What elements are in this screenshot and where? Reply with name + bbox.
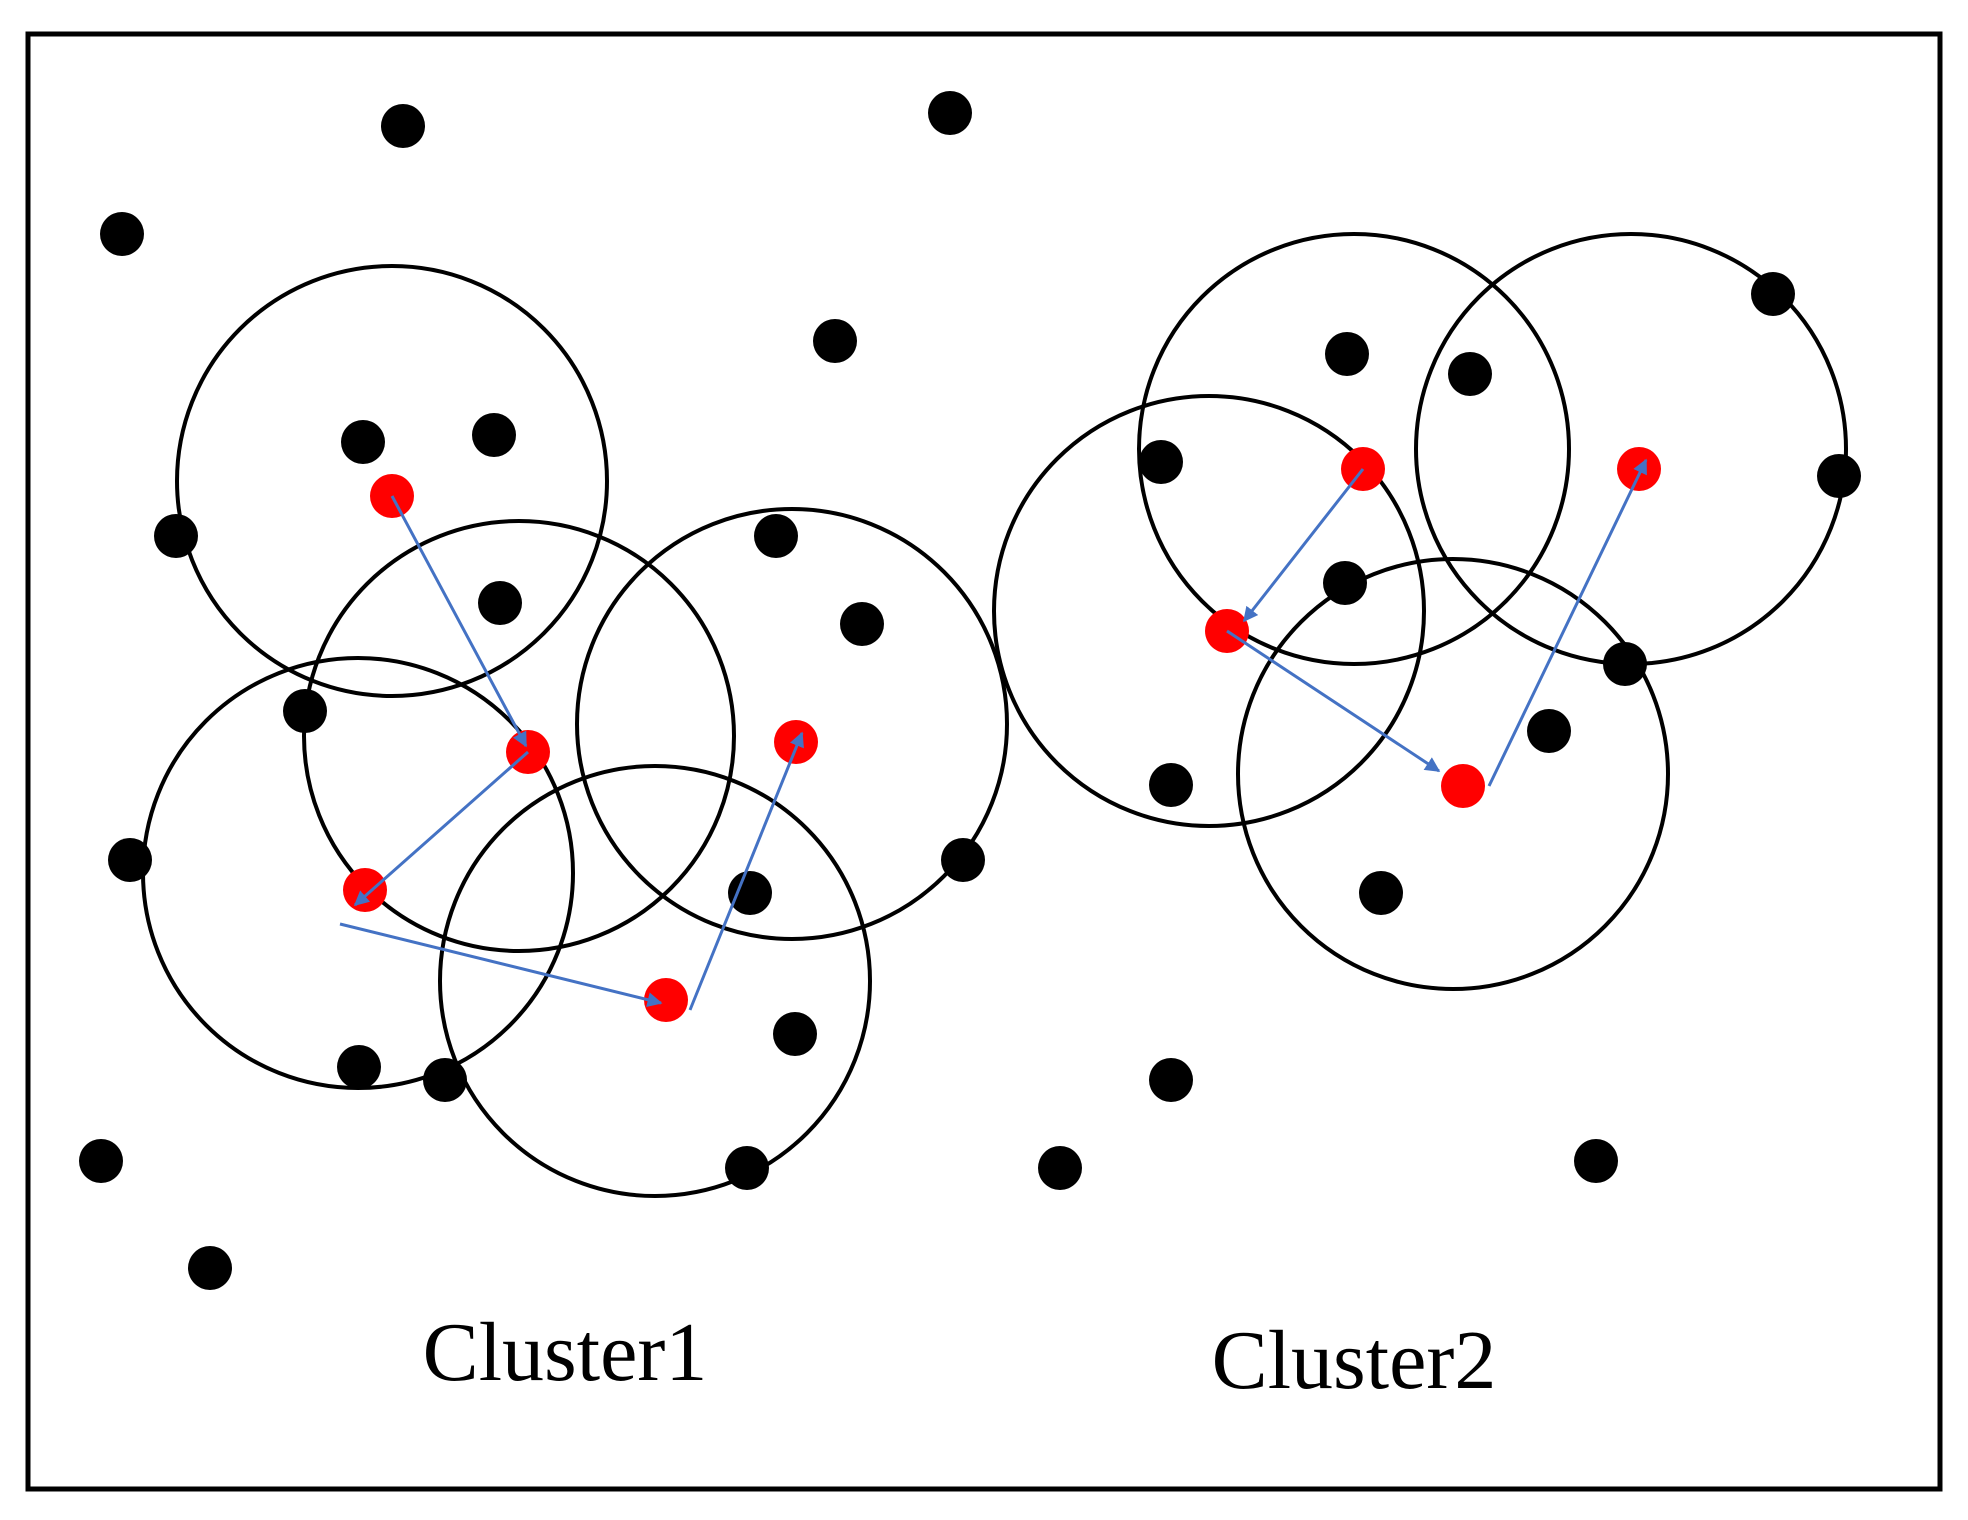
data-point (1817, 454, 1861, 498)
core-point (1441, 764, 1485, 808)
reachability-arrow (353, 750, 529, 907)
reachability-arrow (390, 495, 528, 748)
cluster1-label: Cluster1 (423, 1306, 708, 1399)
neighborhood-circle (1137, 232, 1571, 666)
data-point (941, 838, 985, 882)
data-point (840, 602, 884, 646)
data-point (1448, 352, 1492, 396)
data-point (341, 420, 385, 464)
diagram-frame (25, 31, 1943, 1492)
data-point (423, 1058, 467, 1102)
neighborhood-circle (1236, 557, 1670, 991)
core-point (644, 978, 688, 1022)
neighborhood-circle (302, 519, 736, 953)
reachability-arrow (1487, 458, 1648, 787)
core-point (343, 868, 387, 912)
data-point (754, 514, 798, 558)
data-point (188, 1246, 232, 1290)
reachability-arrow (1242, 468, 1365, 623)
neighborhood-circle (575, 507, 1009, 941)
data-point (1325, 332, 1369, 376)
data-point (1359, 871, 1403, 915)
data-point (1149, 1058, 1193, 1102)
neighborhood-circle (175, 264, 609, 698)
data-point (725, 1146, 769, 1190)
data-point (100, 212, 144, 256)
core-point (774, 720, 818, 764)
data-point (79, 1139, 123, 1183)
data-points (79, 91, 1861, 1290)
reachability-arrow (339, 922, 663, 1008)
reachability-arrow (688, 731, 804, 1011)
data-point (813, 319, 857, 363)
data-point (1603, 642, 1647, 686)
cluster2-label: Cluster2 (1212, 1314, 1497, 1407)
data-point (108, 838, 152, 882)
neighborhood-circle (992, 394, 1426, 828)
reachability-arrows (339, 458, 1648, 1011)
data-point (337, 1045, 381, 1089)
data-point (472, 413, 516, 457)
data-point (1527, 709, 1571, 753)
neighborhood-circle (438, 764, 872, 1198)
data-point (1574, 1139, 1618, 1183)
data-point (773, 1012, 817, 1056)
data-point (1038, 1146, 1082, 1190)
data-point (928, 91, 972, 135)
data-point (381, 104, 425, 148)
data-point (283, 689, 327, 733)
data-point (154, 514, 198, 558)
core-point (1617, 447, 1661, 491)
reachability-arrow (1226, 629, 1441, 773)
data-point (1149, 763, 1193, 807)
data-point (1323, 561, 1367, 605)
data-point (478, 581, 522, 625)
data-point (1751, 272, 1795, 316)
data-point (728, 871, 772, 915)
data-point (1139, 440, 1183, 484)
